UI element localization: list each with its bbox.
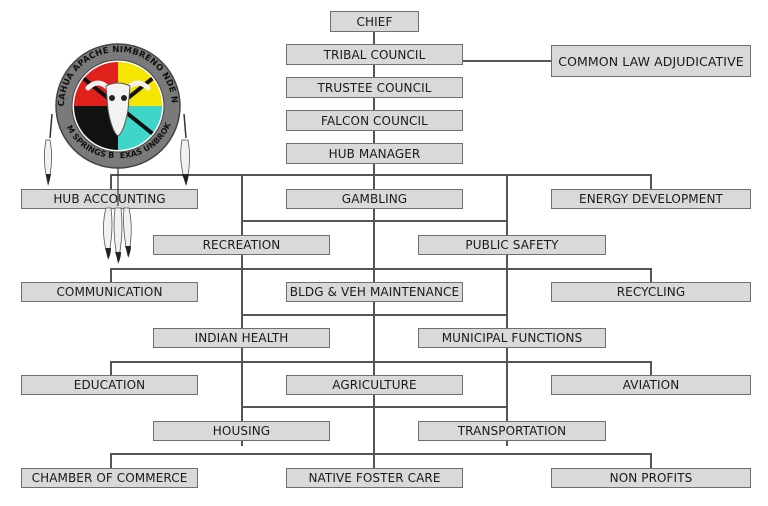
box-hub-accounting: HUB ACCOUNTING <box>21 189 198 209</box>
connector-line <box>110 453 112 469</box>
connector-line <box>650 174 652 190</box>
feather-right-icon <box>180 113 190 186</box>
box-falcon-council: FALCON COUNCIL <box>286 110 463 131</box>
connector-line <box>650 268 652 284</box>
connector-line <box>110 361 112 377</box>
connector-line <box>241 314 508 316</box>
box-transportation: TRANSPORTATION <box>418 421 606 441</box>
connector-line <box>110 453 652 455</box>
box-indian-health: INDIAN HEALTH <box>153 328 330 348</box>
box-recycling: RECYCLING <box>551 282 751 302</box>
box-communication: COMMUNICATION <box>21 282 198 302</box>
box-gambling: GAMBLING <box>286 189 463 209</box>
box-agriculture: AGRICULTURE <box>286 375 463 395</box>
connector-line <box>110 268 652 270</box>
connector-line <box>241 174 243 446</box>
box-recreation: RECREATION <box>153 235 330 255</box>
box-public-safety: PUBLIC SAFETY <box>418 235 606 255</box>
box-native-foster-care: NATIVE FOSTER CARE <box>286 468 463 488</box>
box-non-profits: NON PROFITS <box>551 468 751 488</box>
box-chief: CHIEF <box>330 11 419 32</box>
box-tribal-council: TRIBAL COUNCIL <box>286 44 463 65</box>
connector-line <box>650 361 652 377</box>
box-municipal-functions: MUNICIPAL FUNCTIONS <box>418 328 606 348</box>
feather-left-icon <box>44 113 53 186</box>
box-trustee-council: TRUSTEE COUNCIL <box>286 77 463 98</box>
connector-line <box>373 160 375 486</box>
skull-icon <box>85 80 151 137</box>
tribal-seal-logo: CHIRICAHUA APACHE NIMBRENO NDE NATION WA… <box>38 36 190 264</box>
connector-line <box>241 220 508 222</box>
box-common-law-adjudicative: COMMON LAW ADJUDICATIVE <box>551 45 751 77</box>
feather-bottom-icon <box>103 160 132 264</box>
connector-line <box>110 361 652 363</box>
connector-line <box>110 174 112 190</box>
connector-line <box>110 268 112 284</box>
connector-line <box>373 30 375 170</box>
box-chamber-of-commerce: CHAMBER OF COMMERCE <box>21 468 198 488</box>
box-bldg-veh-maintenance: BLDG & VEH MAINTENANCE <box>286 282 463 302</box>
connector-line <box>462 60 552 62</box>
box-education: EDUCATION <box>21 375 198 395</box>
box-hub-manager: HUB MANAGER <box>286 143 463 164</box>
connector-line <box>110 174 652 176</box>
box-aviation: AVIATION <box>551 375 751 395</box>
box-housing: HOUSING <box>153 421 330 441</box>
connector-line <box>241 406 508 408</box>
connector-line <box>650 453 652 469</box>
connector-line <box>506 174 508 446</box>
box-energy-development: ENERGY DEVELOPMENT <box>551 189 751 209</box>
